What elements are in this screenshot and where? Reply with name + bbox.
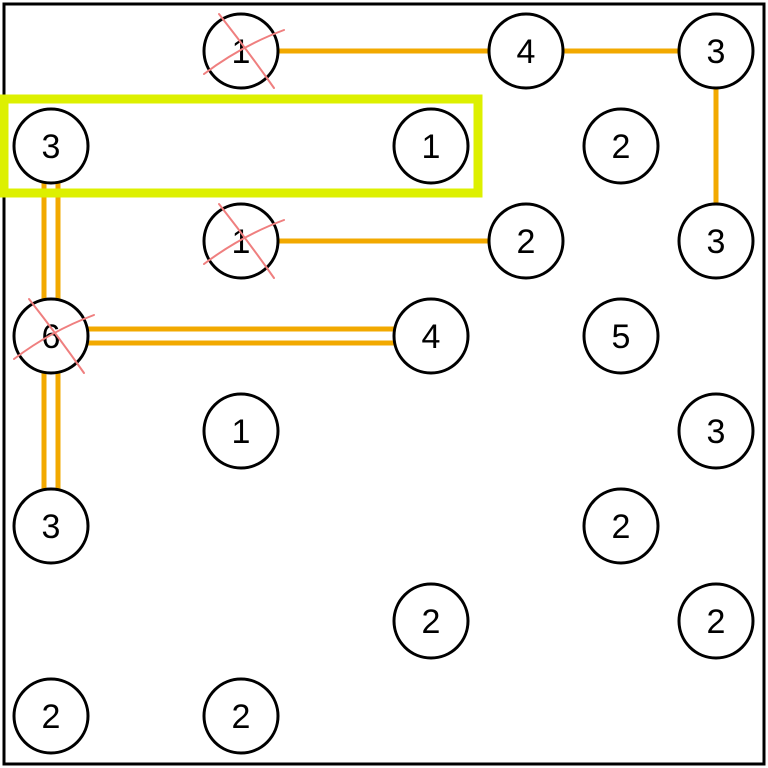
island-r3c6[interactable]: 5 xyxy=(582,297,660,375)
island-r0c2[interactable]: 1 xyxy=(202,12,280,90)
island-r4c7[interactable]: 3 xyxy=(677,392,755,470)
island-r5c0[interactable]: 3 xyxy=(12,487,90,565)
island-circle[interactable] xyxy=(677,202,755,280)
island-circle[interactable] xyxy=(202,12,280,90)
island-clue: 6 xyxy=(42,318,61,356)
island-clue: 2 xyxy=(707,603,726,641)
island-r3c0[interactable]: 6 xyxy=(12,297,90,375)
island-clue: 2 xyxy=(232,698,251,736)
highlight-layer xyxy=(0,94,483,198)
island-clue: 2 xyxy=(517,223,536,261)
island-r2c7[interactable]: 3 xyxy=(677,202,755,280)
island-r1c4[interactable]: 1 xyxy=(392,107,470,185)
island-circle[interactable] xyxy=(392,582,470,660)
island-clue: 2 xyxy=(612,508,631,546)
island-r4c2[interactable]: 1 xyxy=(202,392,280,470)
completed-cross-icon xyxy=(203,13,285,89)
island-clue: 2 xyxy=(612,128,631,166)
islands-layer: 1 4 3 3 1 2 1 2 3 6 4 5 1 3 3 2 2 2 2 2 xyxy=(12,12,755,755)
island-r1c0[interactable]: 3 xyxy=(12,107,90,185)
completed-cross-icon xyxy=(13,298,95,374)
island-r0c7[interactable]: 3 xyxy=(677,12,755,90)
island-r5c6[interactable]: 2 xyxy=(582,487,660,565)
island-circle[interactable] xyxy=(12,677,90,755)
island-circle[interactable] xyxy=(202,392,280,470)
island-circle[interactable] xyxy=(677,12,755,90)
island-clue: 3 xyxy=(707,413,726,451)
island-r2c5[interactable]: 2 xyxy=(487,202,565,280)
island-circle[interactable] xyxy=(582,107,660,185)
island-circle[interactable] xyxy=(582,297,660,375)
island-clue: 2 xyxy=(422,603,441,641)
island-clue: 2 xyxy=(42,698,61,736)
bridges-layer xyxy=(41,48,719,489)
island-clue: 3 xyxy=(707,223,726,261)
island-clue: 5 xyxy=(612,318,631,356)
island-circle[interactable] xyxy=(12,487,90,565)
island-clue: 3 xyxy=(42,508,61,546)
island-clue: 1 xyxy=(232,223,251,261)
island-clue: 3 xyxy=(42,128,61,166)
island-r2c2[interactable]: 1 xyxy=(202,202,280,280)
island-circle[interactable] xyxy=(202,202,280,280)
island-circle[interactable] xyxy=(582,487,660,565)
island-circle[interactable] xyxy=(392,297,470,375)
island-r7c0[interactable]: 2 xyxy=(12,677,90,755)
island-r6c4[interactable]: 2 xyxy=(392,582,470,660)
island-clue: 1 xyxy=(232,33,251,71)
completed-cross-icon xyxy=(203,203,285,279)
island-circle[interactable] xyxy=(487,12,565,90)
island-circle[interactable] xyxy=(677,392,755,470)
island-circle[interactable] xyxy=(12,107,90,185)
island-r3c4[interactable]: 4 xyxy=(392,297,470,375)
island-clue: 3 xyxy=(707,33,726,71)
highlight-box xyxy=(0,94,483,198)
island-clue: 1 xyxy=(422,128,441,166)
island-r6c7[interactable]: 2 xyxy=(677,582,755,660)
island-r1c6[interactable]: 2 xyxy=(582,107,660,185)
island-clue: 4 xyxy=(422,318,441,356)
island-clue: 4 xyxy=(517,33,536,71)
island-clue: 1 xyxy=(232,413,251,451)
island-circle[interactable] xyxy=(202,677,280,755)
completion-marks-layer xyxy=(13,13,285,374)
island-circle[interactable] xyxy=(392,107,470,185)
island-circle[interactable] xyxy=(677,582,755,660)
island-r7c2[interactable]: 2 xyxy=(202,677,280,755)
island-circle[interactable] xyxy=(487,202,565,280)
island-circle[interactable] xyxy=(12,297,90,375)
island-r0c5[interactable]: 4 xyxy=(487,12,565,90)
